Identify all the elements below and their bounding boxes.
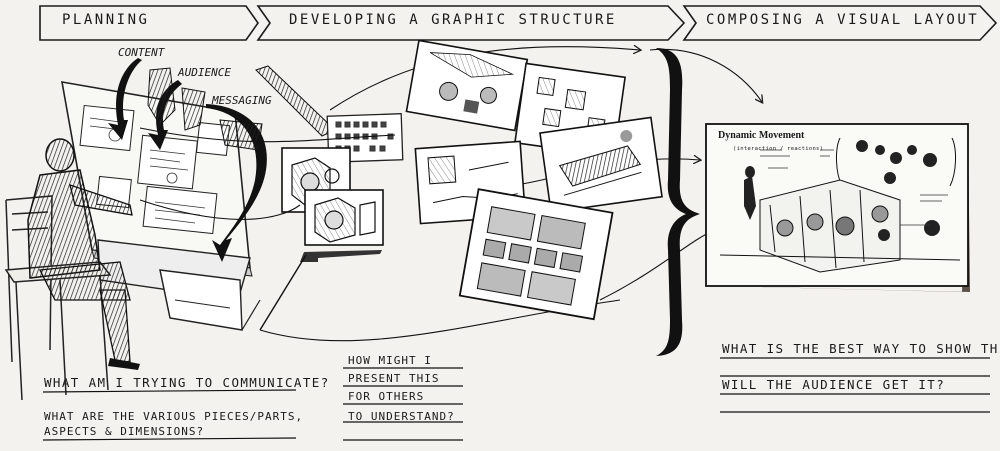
seated-figure xyxy=(27,138,140,370)
cue-content: Content xyxy=(118,46,165,59)
stage-arrow-structure xyxy=(256,5,686,41)
cue-messaging: Messaging xyxy=(212,94,272,107)
question-structure-1: How might I xyxy=(348,354,432,367)
stage-label-planning: Planning xyxy=(62,12,150,28)
question-planning-2: What are the various pieces/parts, xyxy=(44,410,304,423)
question-structure-4: to understand? xyxy=(348,410,455,423)
question-planning-1: What am I trying to communicate? xyxy=(44,375,330,390)
question-underlines xyxy=(42,357,990,441)
stage-label-layout: Composing a visual layout xyxy=(706,12,980,28)
panel-title: Dynamic Movement xyxy=(718,130,805,141)
question-structure-2: present this xyxy=(348,372,440,385)
cue-audience: Audience xyxy=(178,66,231,79)
layout-panel xyxy=(705,123,970,292)
question-planning-3: aspects & dimensions? xyxy=(44,425,205,438)
stage-arrow-layout xyxy=(682,5,998,41)
stage-arrows xyxy=(39,5,998,41)
stage-arrow-planning xyxy=(39,5,259,41)
curly-bracket xyxy=(656,48,700,356)
question-structure-3: for others xyxy=(348,390,425,403)
structure-scene xyxy=(139,39,762,342)
question-layout-1: What is the best way to show this? xyxy=(722,341,1000,356)
planning-scene xyxy=(4,58,267,401)
sketch-sheets xyxy=(405,39,663,321)
panel-subtitle: (interaction / reactions) xyxy=(733,146,824,152)
question-layout-2: Will the audience get it? xyxy=(722,377,946,392)
stage-label-structure: Developing a graphic structure xyxy=(289,12,617,28)
